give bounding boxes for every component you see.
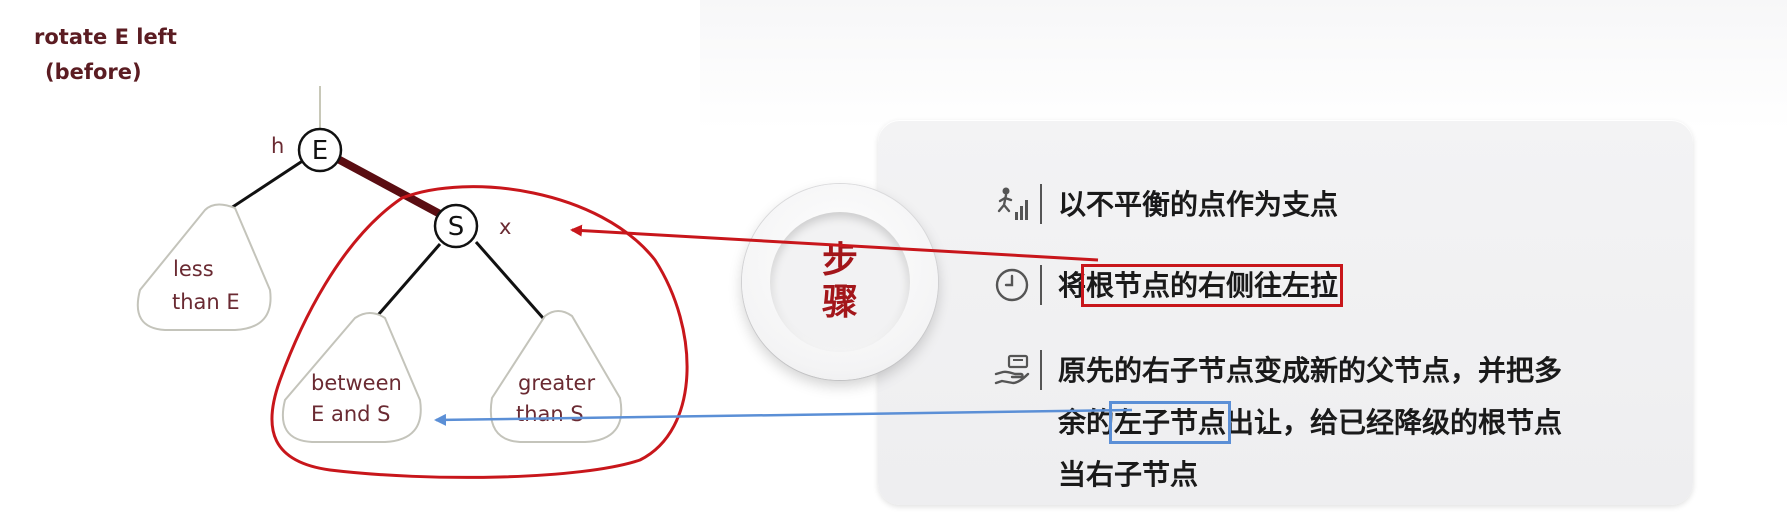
middle-subtree-label-1: between	[311, 371, 402, 395]
label-h: h	[271, 134, 284, 158]
node-e	[297, 127, 343, 173]
clock-icon	[990, 263, 1034, 307]
left-subtree-label-1: less	[173, 257, 214, 281]
figure-title-line2: (before)	[45, 60, 142, 84]
step-3: 原先的右子节点变成新的父节点，并把多 余的左子节点出让，给已经降级的根节点 当右…	[990, 348, 1562, 504]
step-3-text-block: 原先的右子节点变成新的父节点，并把多 余的左子节点出让，给已经降级的根节点 当右…	[1058, 348, 1562, 504]
step-2-text: 将根节点的右侧往左拉	[1058, 257, 1344, 315]
step-3-separator	[1040, 350, 1042, 390]
step-3-line-2-prefix: 余的	[1058, 406, 1115, 439]
right-subtree-label-2: than S	[516, 402, 584, 426]
step-3-line-2: 余的左子节点出让，给已经降级的根节点	[1058, 394, 1562, 452]
step-2-red-highlight: 根节点的右侧往左拉	[1081, 264, 1344, 307]
step-3-line-3: 当右子节点	[1058, 458, 1199, 491]
step-2: 将根节点的右侧往左拉	[990, 263, 1344, 315]
edge-e-s-red-link	[334, 154, 442, 218]
steps-badge: 步 骤	[742, 184, 938, 380]
edge-s-middle	[370, 243, 442, 323]
left-subtree-triangle	[136, 203, 272, 331]
right-subtree-label-1: greater	[518, 371, 595, 395]
figure-title-line1: rotate E left	[34, 25, 177, 49]
step-3-line-1: 原先的右子节点变成新的父节点，并把多	[1058, 354, 1563, 387]
edge-e-left	[224, 158, 305, 214]
middle-subtree-label-2: E and S	[311, 402, 390, 426]
node-e-label: E	[312, 136, 328, 166]
steps-card	[878, 120, 1693, 505]
node-s	[433, 203, 479, 249]
step-3-blue-highlight: 左子节点	[1109, 401, 1232, 444]
step-2-separator	[1040, 265, 1042, 305]
step-1-text: 以不平衡的点作为支点	[1058, 188, 1339, 221]
stairs-climb-icon	[990, 182, 1034, 226]
badge-char-2: 骤	[821, 282, 858, 323]
badge-char-1: 步	[821, 240, 858, 281]
node-s-label: S	[448, 212, 465, 242]
steps-badge-inner: 步 骤	[770, 212, 910, 352]
step-1: 以不平衡的点作为支点	[990, 182, 1338, 234]
edge-s-right	[474, 241, 545, 319]
step-1-separator	[1040, 184, 1042, 224]
step-3-line-2-suffix: 出让，给已经降级的根节点	[1226, 406, 1563, 439]
hand-give-icon	[990, 348, 1034, 392]
left-subtree-label-2: than E	[172, 290, 240, 314]
rotation-tree-diagram: E h S x less than E between E and S grea…	[136, 86, 689, 479]
middle-subtree-triangle	[281, 312, 422, 443]
label-x: x	[499, 215, 511, 239]
red-circle-annotation	[270, 185, 689, 479]
step-2-text-prefix: 将	[1058, 269, 1087, 302]
